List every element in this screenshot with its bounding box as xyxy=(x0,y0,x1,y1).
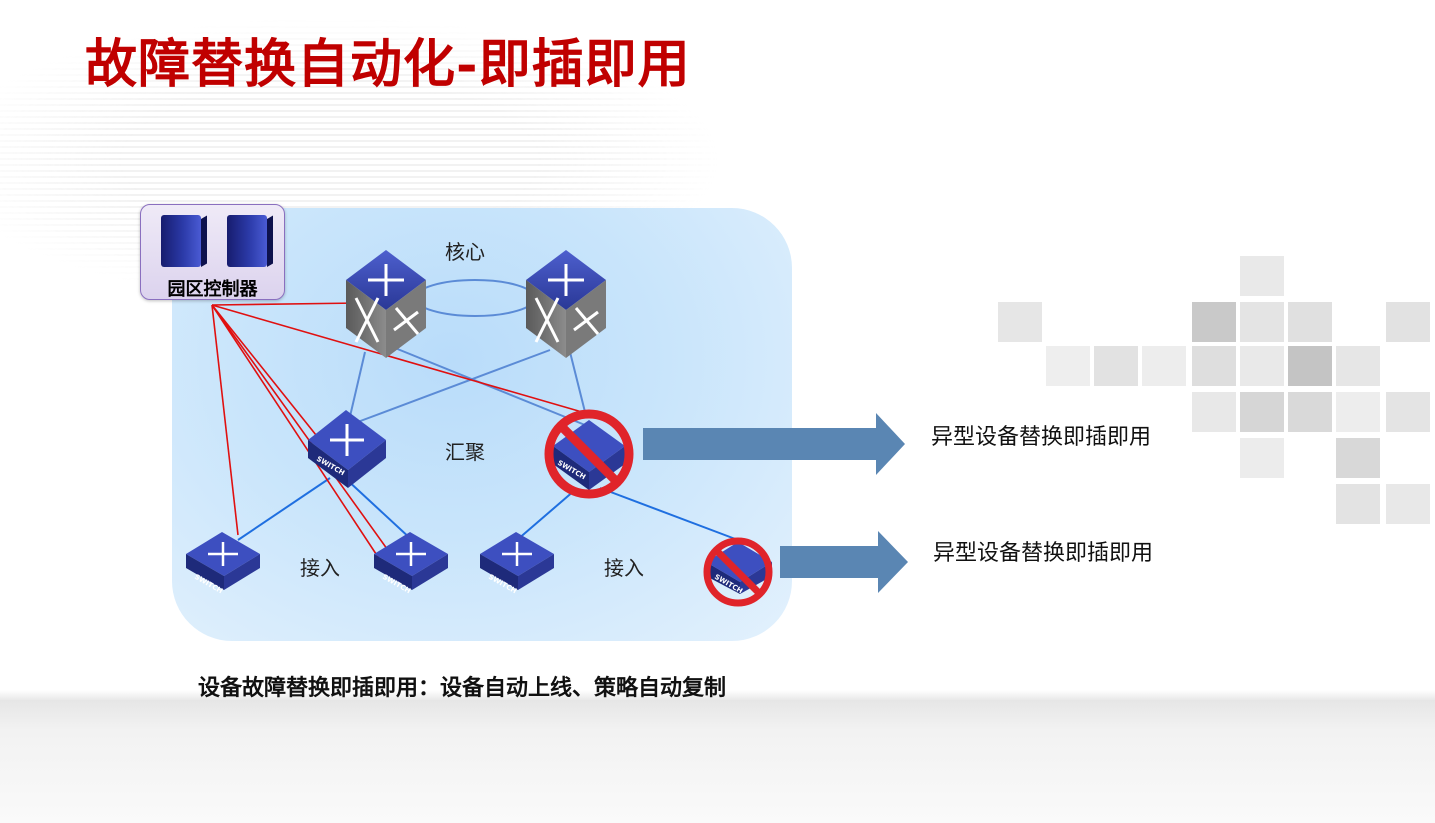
access-switch-1 xyxy=(186,532,260,590)
control-link-line xyxy=(211,302,361,306)
campus-controller: 园区控制器 xyxy=(140,204,285,300)
access-label-left: 接入 xyxy=(300,556,340,580)
arrow-2 xyxy=(780,531,908,593)
control-link-line xyxy=(211,304,396,561)
arrow-1 xyxy=(643,413,905,475)
decorative-squares xyxy=(990,250,1435,540)
uplink-line xyxy=(394,347,586,426)
access-link-line xyxy=(516,489,576,541)
core-label: 核心 xyxy=(445,240,485,264)
control-link-line xyxy=(211,304,583,413)
arrow-label-1: 异型设备替换即插即用 xyxy=(931,425,1152,450)
access-switch-faulty xyxy=(703,537,773,607)
aggregation-switch xyxy=(308,410,386,488)
uplink-line xyxy=(354,349,551,424)
access-link-line xyxy=(344,477,413,541)
control-link-line xyxy=(211,304,239,536)
control-link-line xyxy=(211,304,321,441)
access-switch-2 xyxy=(374,532,448,590)
access-link-line xyxy=(237,477,331,541)
control-link-line xyxy=(211,304,381,561)
access-switch-3 xyxy=(480,532,554,590)
uplink-line xyxy=(569,351,586,413)
caption: 设备故障替换即插即用：设备自动上线、策略自动复制 xyxy=(198,675,727,701)
uplink-line xyxy=(347,351,366,426)
controller-label: 园区控制器 xyxy=(167,279,258,300)
core-switch-1 xyxy=(346,250,426,358)
access-link-line xyxy=(599,487,739,541)
server-icon xyxy=(227,215,267,267)
arrow-label-2: 异型设备替换即插即用 xyxy=(933,541,1154,566)
core-ring xyxy=(414,279,536,317)
aggregation-switch-faulty xyxy=(544,409,634,499)
floor-background xyxy=(0,700,1435,823)
page-title: 故障替换自动化-即插即用 xyxy=(85,34,691,95)
core-switch-2 xyxy=(526,250,606,358)
aggregation-label: 汇聚 xyxy=(445,440,485,464)
server-icon xyxy=(161,215,201,267)
access-label-right: 接入 xyxy=(604,556,644,580)
